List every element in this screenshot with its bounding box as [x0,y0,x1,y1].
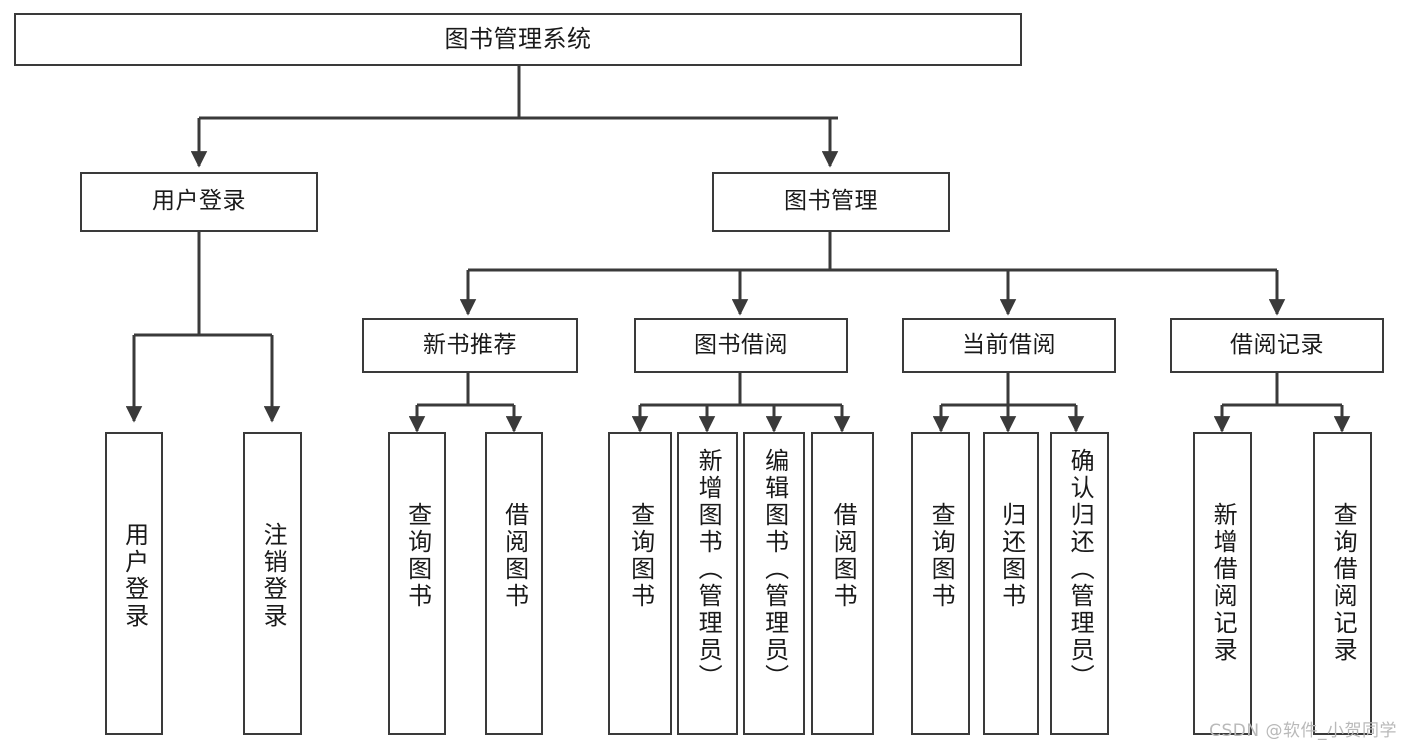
node-book-management[interactable]: 图书管理 [712,172,950,232]
node-label: 确认归还（管理员） [1066,448,1095,691]
leaf-borrow-book-new[interactable]: 借阅图书 [485,432,543,735]
node-label: 新增图书（管理员） [694,448,723,691]
node-label: 借阅记录 [1230,331,1324,358]
leaf-query-book-new[interactable]: 查询图书 [388,432,446,735]
node-label: 查询图书 [626,502,655,610]
node-label: 借阅图书 [829,502,858,610]
leaf-logout[interactable]: 注销登录 [243,432,302,735]
node-label: 编辑图书（管理员） [760,448,789,691]
node-label: 查询借阅记录 [1329,502,1358,664]
leaf-query-book-current[interactable]: 查询图书 [911,432,970,735]
node-label: 图书管理系统 [444,25,592,54]
node-label: 借阅图书 [500,502,529,610]
node-new-book-recommend[interactable]: 新书推荐 [362,318,578,373]
leaf-query-borrow-record[interactable]: 查询借阅记录 [1313,432,1372,735]
node-label: 归还图书 [997,502,1026,610]
node-label: 查询图书 [403,502,432,610]
leaf-confirm-return-admin[interactable]: 确认归还（管理员） [1050,432,1109,735]
node-label: 图书借阅 [694,331,788,358]
node-borrow-record[interactable]: 借阅记录 [1170,318,1384,373]
node-user-login[interactable]: 用户登录 [80,172,318,232]
node-root-system[interactable]: 图书管理系统 [14,13,1022,66]
leaf-borrow-book[interactable]: 借阅图书 [811,432,874,735]
node-label: 用户登录 [152,188,246,215]
node-label: 图书管理 [784,188,878,215]
node-current-borrow[interactable]: 当前借阅 [902,318,1116,373]
node-label: 新增借阅记录 [1209,502,1238,664]
node-book-borrow[interactable]: 图书借阅 [634,318,848,373]
leaf-return-book[interactable]: 归还图书 [983,432,1039,735]
leaf-add-borrow-record[interactable]: 新增借阅记录 [1193,432,1252,735]
node-label: 用户登录 [120,522,149,630]
leaf-add-book-admin[interactable]: 新增图书（管理员） [677,432,738,735]
node-label: 新书推荐 [423,331,517,358]
node-label: 查询图书 [927,502,956,610]
node-label: 注销登录 [259,522,288,630]
leaf-edit-book-admin[interactable]: 编辑图书（管理员） [743,432,805,735]
leaf-query-book-borrow[interactable]: 查询图书 [608,432,672,735]
node-label: 当前借阅 [962,331,1056,358]
leaf-user-login[interactable]: 用户登录 [105,432,163,735]
